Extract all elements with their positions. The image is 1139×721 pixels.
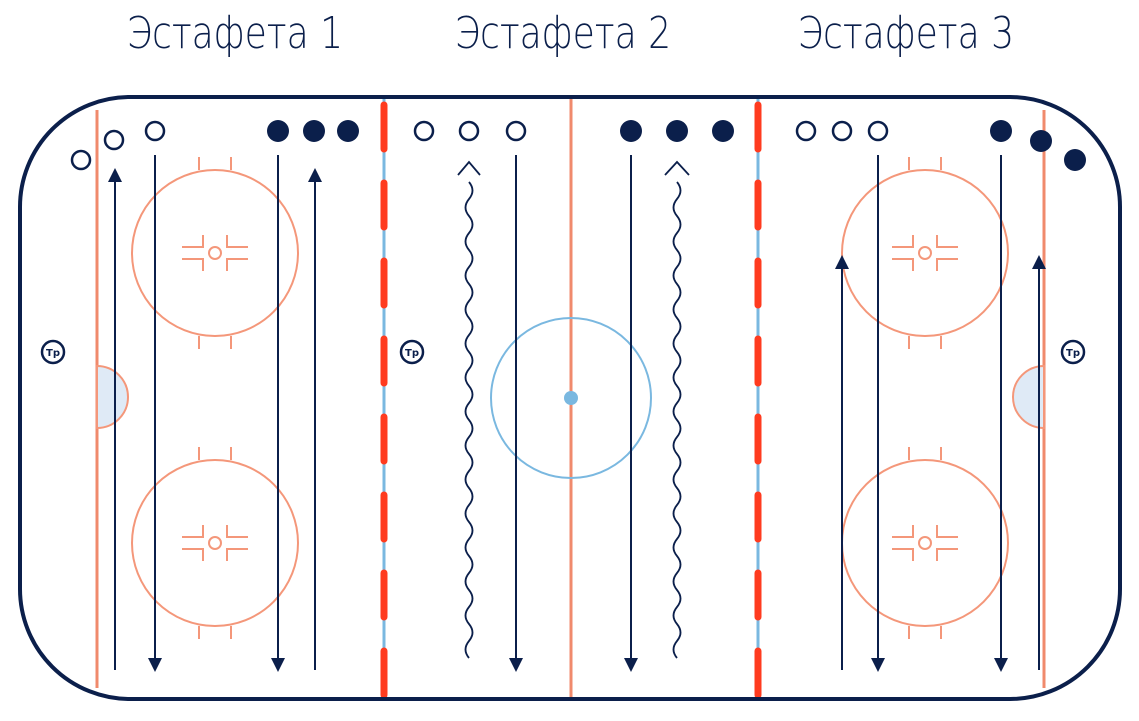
- player-open: [795, 120, 817, 142]
- player-open: [144, 120, 166, 142]
- player-open: [831, 120, 853, 142]
- rink-boards: [18, 95, 1122, 701]
- player-open: [103, 129, 125, 151]
- faceoff-circle: [841, 447, 1009, 639]
- center-dot: [564, 391, 578, 405]
- wavy-paths: [457, 160, 690, 659]
- player-filled: [303, 120, 325, 142]
- faceoff-circle: [131, 157, 299, 349]
- goal-crease-left: [96, 364, 129, 430]
- faceoff-circles: [131, 157, 1009, 639]
- players-open: [70, 120, 889, 171]
- wavy-skating-path: [464, 181, 474, 659]
- player-open: [505, 120, 527, 142]
- player-open: [458, 120, 480, 142]
- player-filled: [337, 120, 359, 142]
- relay-title-1: Эстафета 1: [126, 8, 344, 59]
- player-filled: [620, 120, 642, 142]
- faceoff-circle: [131, 447, 299, 639]
- svg-text:Тр: Тр: [1066, 348, 1080, 359]
- faceoff-circle: [841, 157, 1009, 349]
- player-filled: [990, 120, 1012, 142]
- player-filled: [267, 120, 289, 142]
- wavy-skating-path: [672, 181, 682, 659]
- player-filled: [1030, 130, 1052, 152]
- player-filled: [666, 120, 688, 142]
- player-open: [867, 120, 889, 142]
- player-open: [70, 149, 92, 171]
- relay-title-3: Эстафета 3: [797, 8, 1015, 59]
- wavy-path-right-head: [664, 160, 690, 176]
- svg-text:Тр: Тр: [405, 348, 419, 359]
- coach-marker-right: Тр: [1060, 339, 1086, 365]
- center-circle: [490, 317, 652, 479]
- goal-crease-right: [1012, 364, 1045, 430]
- wavy-path-left-head: [457, 160, 481, 176]
- relay-title-2: Эстафета 2: [454, 8, 672, 59]
- player-filled: [1064, 149, 1086, 171]
- players-filled: [267, 120, 1086, 171]
- player-open: [413, 120, 435, 142]
- skating-arrows: [108, 155, 1046, 672]
- svg-text:Тр: Тр: [46, 348, 60, 359]
- coach-marker-center: Тр: [399, 339, 425, 365]
- coach-marker-left: Тр: [40, 339, 66, 365]
- player-filled: [712, 120, 734, 142]
